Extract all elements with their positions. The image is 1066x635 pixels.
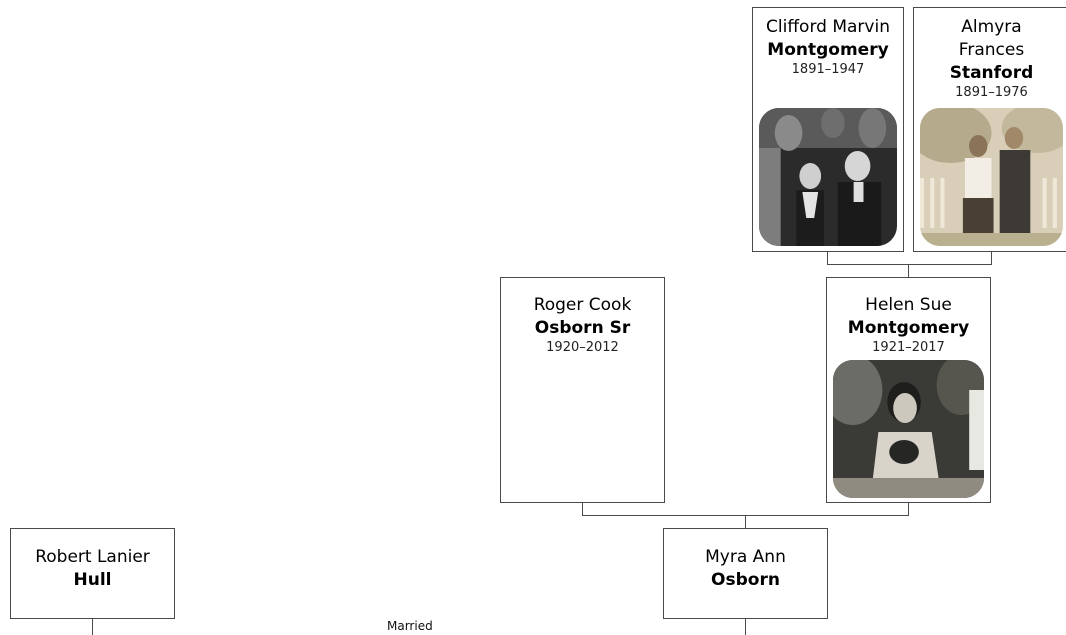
surname: Montgomery (767, 40, 889, 60)
life-dates: 1891–1976 (955, 85, 1028, 100)
person-card-helen-montgomery[interactable]: Helen Sue Montgomery 1921–2017 (826, 277, 991, 503)
person-photo (833, 360, 984, 498)
marriage-label: Married (387, 619, 433, 633)
surname: Montgomery (847, 318, 970, 338)
given-name: Robert Lanier (35, 547, 150, 567)
connector-line (908, 264, 909, 277)
marriage-line-myra (745, 619, 746, 635)
life-dates: 1920–2012 (546, 340, 619, 355)
surname: Stanford (949, 63, 1034, 83)
marriage-line-robert (92, 619, 93, 635)
person-card-almyra-stanford[interactable]: Almyra Frances Stanford 1891–1976 (913, 7, 1066, 252)
person-card-clifford-montgomery[interactable]: Clifford Marvin Montgomery 1891–1947 (752, 7, 904, 252)
connector-line (827, 252, 828, 265)
person-photo (759, 108, 897, 246)
given-name: Clifford Marvin (766, 17, 890, 37)
connector-line (582, 503, 583, 516)
person-card-roger-osborn[interactable]: Roger Cook Osborn Sr 1920–2012 (500, 277, 665, 503)
connector-line (908, 503, 909, 516)
given-name: Helen Sue (865, 295, 952, 315)
surname: Hull (73, 570, 112, 590)
connector-line (745, 515, 746, 528)
given-name: Myra Ann (705, 547, 786, 567)
given-name: Roger Cook (533, 295, 632, 315)
given-name: Almyra Frances (958, 17, 1025, 60)
person-card-robert-hull[interactable]: Robert Lanier Hull (10, 528, 175, 619)
surname: Osborn (711, 570, 780, 590)
connector-line (827, 264, 992, 265)
life-dates: 1891–1947 (791, 62, 865, 77)
connector-line (991, 252, 992, 265)
life-dates: 1921–2017 (872, 340, 945, 355)
person-photo (920, 108, 1063, 246)
person-card-myra-osborn[interactable]: Myra Ann Osborn (663, 528, 828, 619)
surname: Osborn Sr (534, 318, 631, 338)
